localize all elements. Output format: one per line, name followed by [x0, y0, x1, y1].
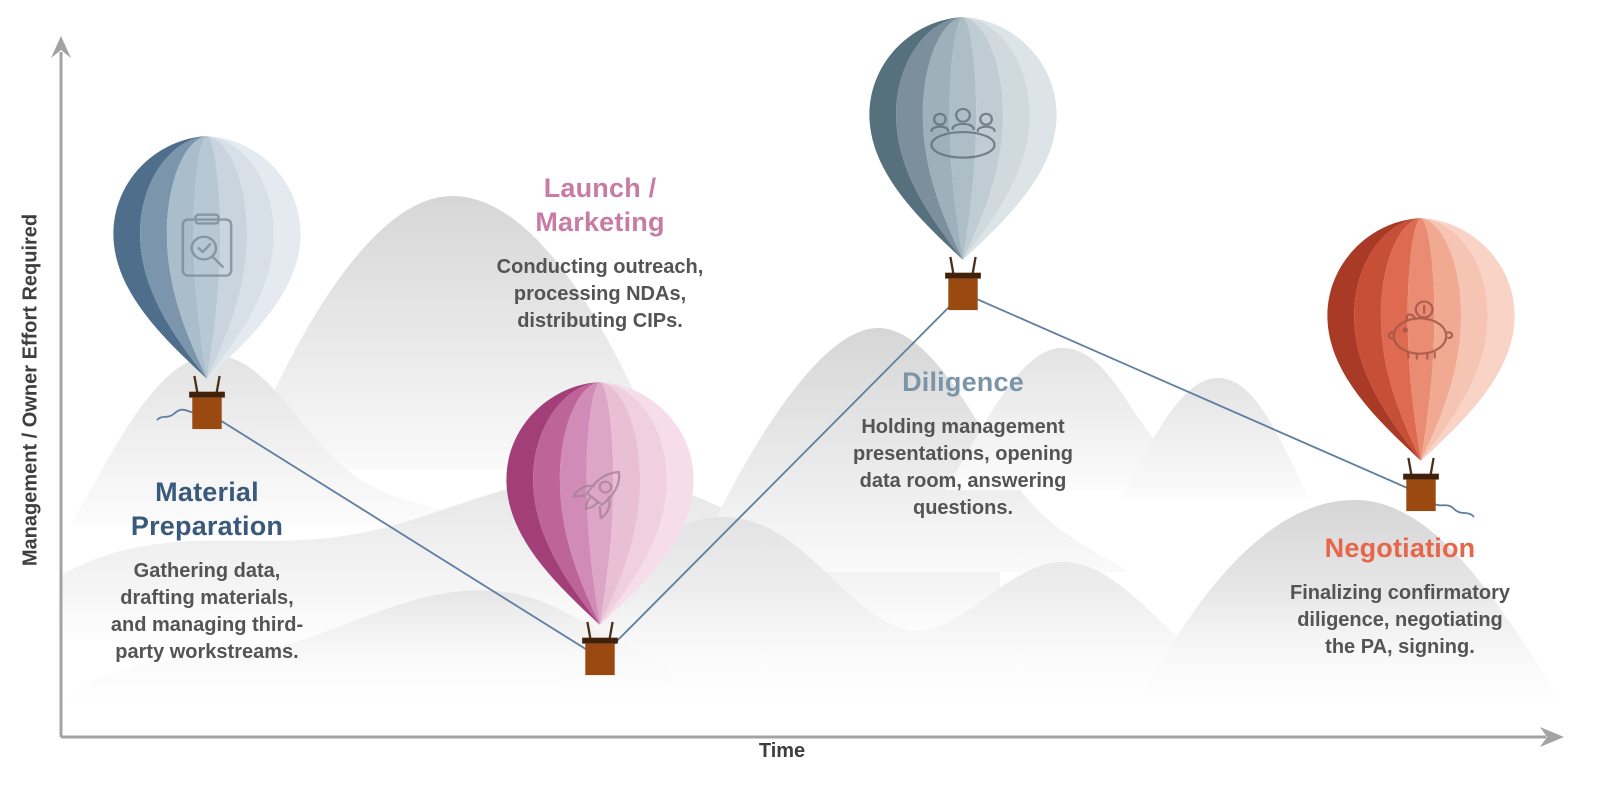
basket-band	[582, 637, 618, 644]
basket	[1406, 479, 1436, 512]
phase-label-material-preparation: Material Preparation Gathering data, dra…	[67, 476, 347, 666]
basket-band	[189, 391, 225, 398]
meeting-icon	[930, 107, 996, 159]
phase-title: Diligence	[902, 367, 1024, 397]
x-axis-label: Time	[758, 740, 806, 762]
phase-label-launch-marketing: Launch / Marketing Conducting outreach, …	[450, 172, 750, 335]
phase-description: Gathering data, drafting materials, and …	[110, 559, 304, 664]
balloon-4	[1327, 217, 1515, 512]
basket	[192, 397, 222, 430]
x-axis-arrow-icon	[1540, 727, 1564, 747]
phase-description: Finalizing confirmatory diligence, negot…	[1289, 581, 1511, 659]
rocket-icon	[572, 470, 621, 520]
piggy-bank-icon	[1387, 300, 1454, 360]
phase-label-negotiation: Negotiation Finalizing confirmatory dili…	[1250, 532, 1550, 661]
balloon-3	[869, 16, 1057, 311]
basket-band	[945, 272, 981, 279]
phase-title: Launch / Marketing	[535, 173, 665, 237]
basket	[948, 278, 978, 311]
basket-band	[1403, 473, 1439, 480]
phase-description: Holding management presentations, openin…	[852, 415, 1074, 520]
phase-title: Material Preparation	[130, 477, 284, 541]
clipboard-search-icon	[181, 213, 233, 277]
phase-description: Conducting outreach, processing NDAs, di…	[496, 255, 704, 332]
balloon-2	[506, 381, 694, 676]
phase-title: Negotiation	[1324, 533, 1476, 563]
basket	[585, 643, 615, 676]
balloon-1	[113, 135, 301, 430]
phase-label-diligence: Diligence Holding management presentatio…	[813, 366, 1113, 523]
y-axis-label: Management / Owner Effort Required	[19, 213, 42, 567]
mountain	[1120, 378, 1310, 500]
y-axis-arrow-icon	[51, 36, 71, 58]
